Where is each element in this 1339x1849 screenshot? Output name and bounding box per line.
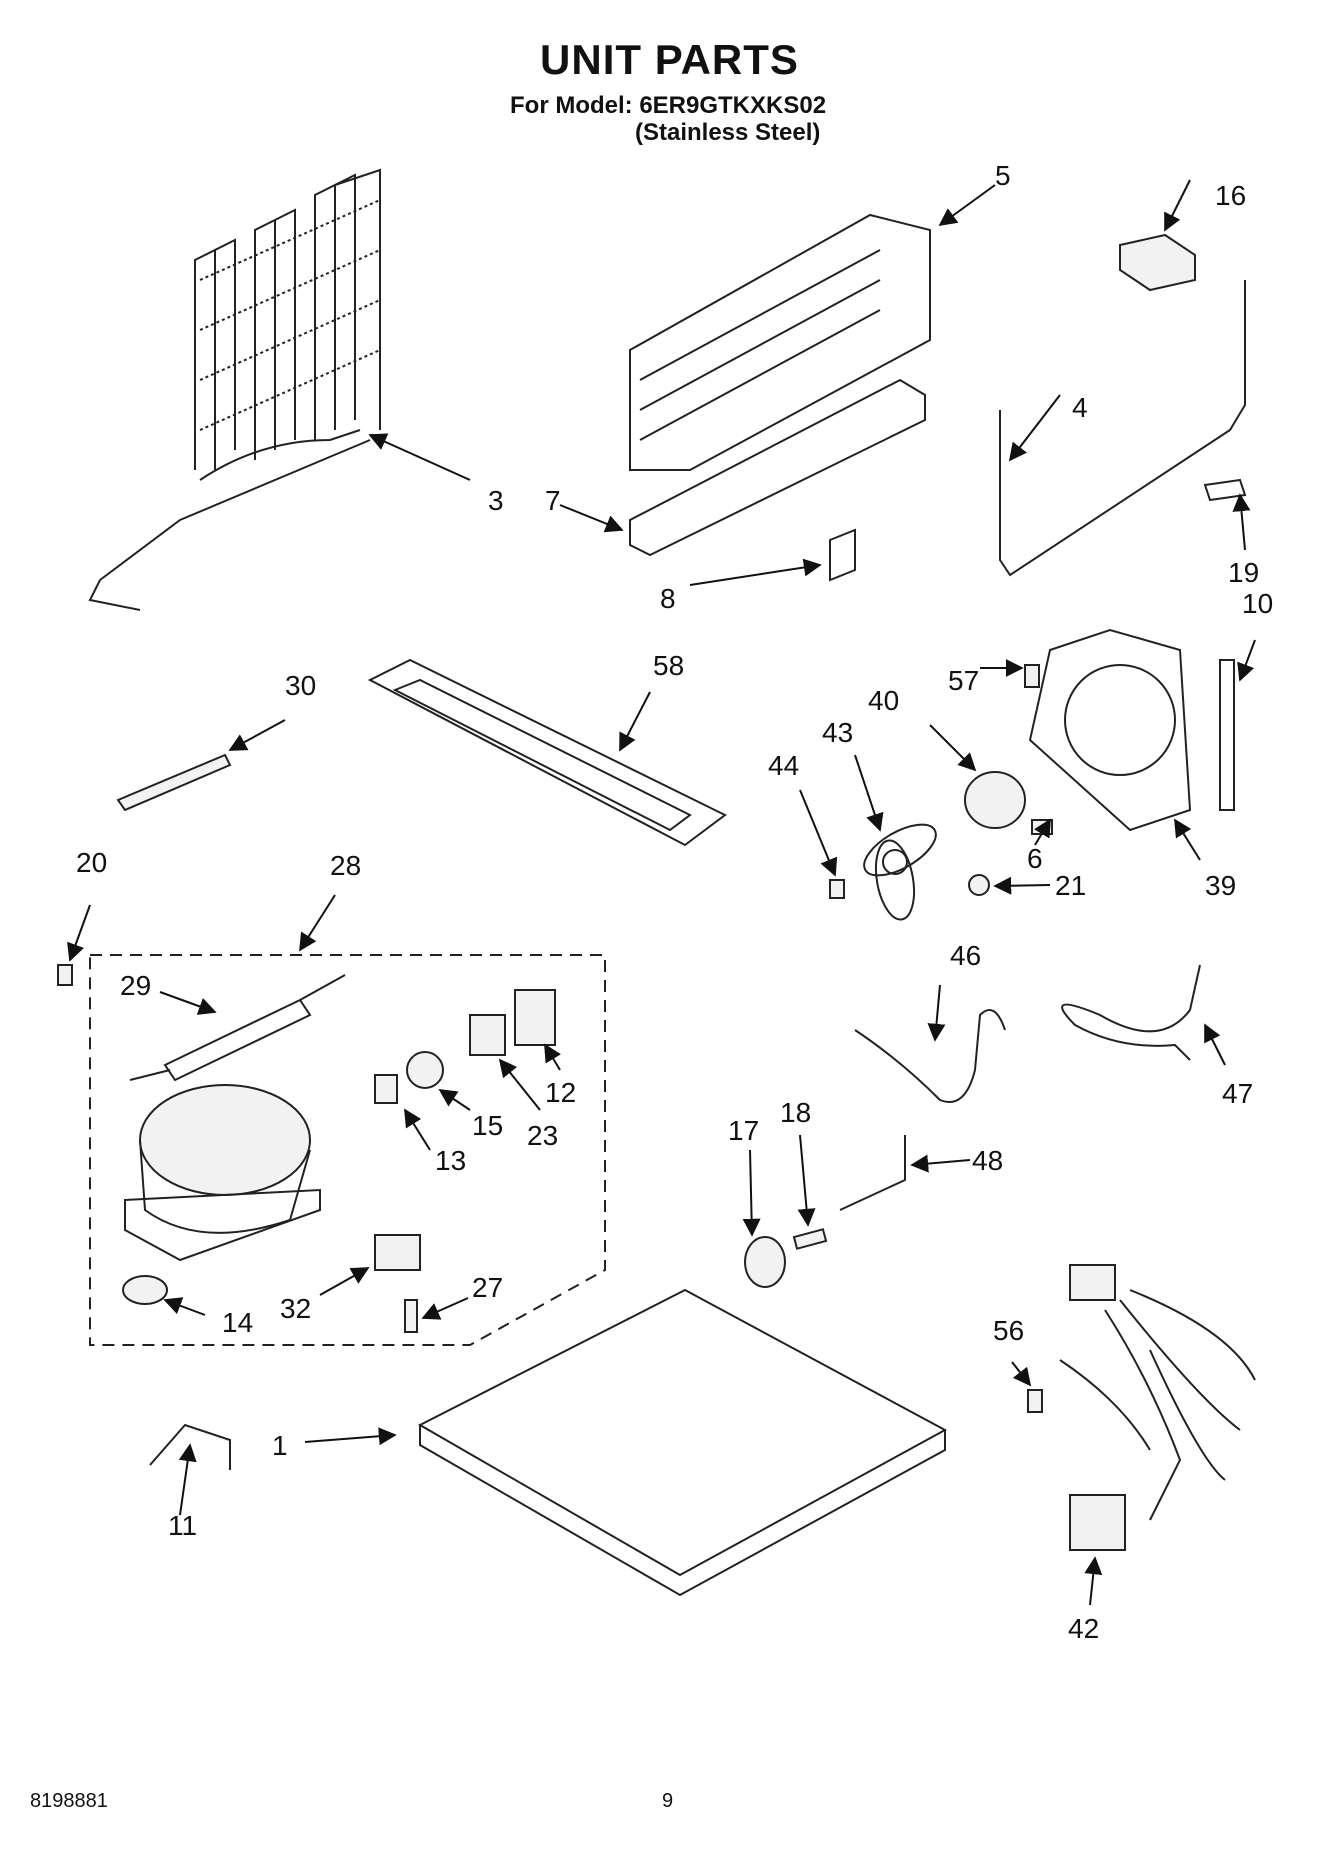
callout-11: 11 <box>168 1510 197 1541</box>
callout-32: 32 <box>280 1293 311 1324</box>
callout-13: 13 <box>435 1145 466 1176</box>
pin-18-part <box>792 1228 828 1250</box>
callout-27: 27 <box>472 1272 503 1303</box>
callout-39: 39 <box>1205 870 1236 901</box>
callout-labels: 1 3 4 5 6 7 8 10 11 12 13 14 15 16 17 18… <box>76 160 1273 1644</box>
compressor-assembly-box <box>89 954 606 1346</box>
callout-10: 10 <box>1242 588 1273 619</box>
callout-23: 23 <box>527 1120 558 1151</box>
callout-3: 3 <box>488 485 504 516</box>
wire-harness-part <box>1059 1264 1256 1551</box>
capacitor-part <box>374 1234 421 1271</box>
callout-20: 20 <box>76 847 107 878</box>
callout-12: 12 <box>545 1077 576 1108</box>
screw-20-part <box>57 964 73 986</box>
callout-44: 44 <box>768 750 799 781</box>
fan-shroud-part <box>1028 628 1192 832</box>
clip-part <box>829 528 856 582</box>
callout-46: 46 <box>950 940 981 971</box>
overload-23-part <box>469 1014 506 1056</box>
callout-1: 1 <box>272 1430 288 1461</box>
callout-19: 19 <box>1228 557 1259 588</box>
callout-58: 58 <box>653 650 684 681</box>
tube-47-part <box>1061 964 1201 1061</box>
callout-18: 18 <box>780 1097 811 1128</box>
callout-8: 8 <box>660 583 676 614</box>
callout-29: 29 <box>120 970 151 1001</box>
callout-7: 7 <box>545 485 561 516</box>
callout-40: 40 <box>868 685 899 716</box>
screw-56-part <box>1027 1389 1043 1413</box>
leader-lines <box>67 179 1256 1606</box>
tube-46-part <box>854 1009 1006 1103</box>
callout-57: 57 <box>948 665 979 696</box>
callout-16: 16 <box>1215 180 1246 211</box>
grommet-part <box>122 1275 168 1305</box>
spring-clip-part <box>149 1423 231 1470</box>
callout-28: 28 <box>330 850 361 881</box>
screw-27-part <box>404 1299 418 1333</box>
tube-48-part <box>839 1135 906 1211</box>
document-number: 8198881 <box>30 1790 108 1812</box>
gasket-strip-part <box>1219 659 1235 811</box>
page-title: UNIT PARTS <box>540 36 799 83</box>
callout-5: 5 <box>995 160 1011 191</box>
model-line: For Model: 6ER9GTKXKS02 <box>510 92 827 119</box>
clip-19-part <box>1203 478 1247 502</box>
relay-15-part <box>406 1051 444 1089</box>
cable-tie-part <box>116 753 232 812</box>
grommet-17-part <box>744 1236 786 1288</box>
fan-motor-part <box>964 771 1026 829</box>
callout-43: 43 <box>822 717 853 748</box>
cover-12-part <box>514 989 556 1046</box>
callout-30: 30 <box>285 670 316 701</box>
bushing-21-part <box>968 874 990 896</box>
callout-14: 14 <box>222 1307 253 1338</box>
drier-part <box>129 974 346 1082</box>
evaporator-part <box>629 213 931 557</box>
callout-48: 48 <box>972 1145 1003 1176</box>
compressor-part <box>124 1084 321 1262</box>
callout-56: 56 <box>993 1315 1024 1346</box>
base-pan-part <box>417 1288 948 1597</box>
callout-6: 6 <box>1027 843 1043 874</box>
callout-47: 47 <box>1222 1078 1253 1109</box>
heater-part <box>1119 233 1196 292</box>
page-number: 9 <box>662 1790 674 1812</box>
clip-44-part <box>829 879 845 899</box>
connector-13-part <box>374 1074 398 1104</box>
callout-15: 15 <box>472 1110 503 1141</box>
callout-42: 42 <box>1068 1613 1099 1644</box>
thermostat-wire-part <box>999 280 1246 577</box>
drain-pan-part <box>367 658 727 847</box>
callout-4: 4 <box>1072 392 1088 423</box>
callout-17: 17 <box>728 1115 759 1146</box>
fan-shroud-ring <box>1064 664 1176 776</box>
screw-57-part <box>1024 664 1040 688</box>
condenser-coil-part <box>88 168 381 611</box>
fan-blade-part <box>863 823 937 921</box>
finish-line: (Stainless Steel) <box>635 119 821 146</box>
callout-21: 21 <box>1055 870 1086 901</box>
